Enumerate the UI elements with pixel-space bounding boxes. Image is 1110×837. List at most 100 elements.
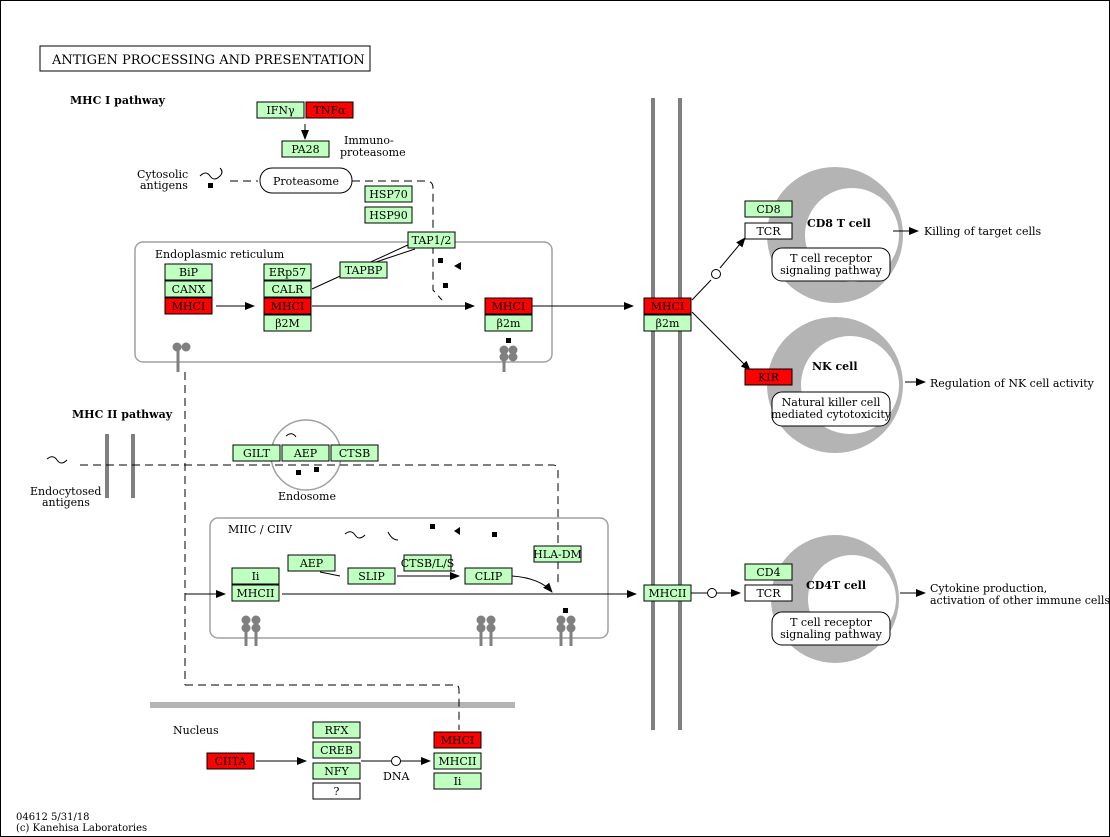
gene-label-b2m-er2: β2M xyxy=(275,317,300,330)
proteasome-node[interactable]: Proteasome xyxy=(273,175,339,188)
gene-box-bip[interactable]: BiP xyxy=(164,263,213,281)
gene-box-kir[interactable]: KIR xyxy=(744,368,793,386)
gene-box-cd8[interactable]: CD8 xyxy=(744,200,793,218)
gene-box-mhci-mem[interactable]: MHCI xyxy=(643,297,692,315)
gene-label-unknown: ? xyxy=(334,785,340,798)
gene-box-ctsb-endo[interactable]: CTSB xyxy=(330,444,379,462)
gene-label-ii-nuc: Ii xyxy=(454,775,462,788)
gene-label-hsp90: HSP90 xyxy=(369,209,408,222)
antigen-fragments xyxy=(208,183,568,613)
outcome-cytokine-1: Cytokine production, xyxy=(930,582,1047,595)
gene-box-erp57[interactable]: ERp57 xyxy=(263,263,312,281)
gene-box-mhcii-nuc[interactable]: MHCII xyxy=(433,752,482,770)
gene-label-clip: CLIP xyxy=(475,570,503,583)
gene-box-calr[interactable]: CALR xyxy=(263,280,312,298)
gene-label-erp57: ERp57 xyxy=(269,266,306,279)
dashed-transport-lines xyxy=(80,180,559,730)
gene-label-aep-endo: AEP xyxy=(293,447,318,460)
gene-box-tcr-cd4[interactable]: TCR xyxy=(744,584,793,602)
interaction-circle-2 xyxy=(707,588,717,598)
gene-box-mhci-er1[interactable]: MHCI xyxy=(164,297,213,315)
gene-box-creb[interactable]: CREB xyxy=(312,741,361,759)
endocytosed-antigens-label-2: antigens xyxy=(42,496,90,509)
gene-label-ctsb-ls: CTSB/L/S xyxy=(401,557,455,570)
gene-label-mhci-er1: MHCI xyxy=(172,300,206,313)
gene-label-canx: CANX xyxy=(172,283,206,296)
er-label: Endoplasmic reticulum xyxy=(155,248,285,261)
molecule-icons xyxy=(172,342,576,646)
gene-box-nfy[interactable]: NFY xyxy=(312,762,361,780)
gene-label-mhcii-miic: MHCII xyxy=(237,587,275,600)
gene-box-aep-miic[interactable]: AEP xyxy=(287,554,336,572)
tcr-signaling-link-2a[interactable]: T cell receptor xyxy=(790,616,873,629)
gene-box-mhcii-miic[interactable]: MHCII xyxy=(231,584,280,602)
nk-cytotoxicity-link-b[interactable]: mediated cytotoxicity xyxy=(771,408,892,421)
gene-box-hsp90[interactable]: HSP90 xyxy=(364,206,413,224)
cd4-tcell-label: CD4T cell xyxy=(806,579,866,592)
gene-label-mhci-er2: MHCI xyxy=(271,300,305,313)
gene-label-tcr-cd8: TCR xyxy=(756,225,781,238)
gene-box-tap12[interactable]: TAP1/2 xyxy=(407,231,456,249)
gene-box-clip[interactable]: CLIP xyxy=(464,567,513,585)
tcr-signaling-link-1b[interactable]: signaling pathway xyxy=(780,264,883,277)
gene-box-ctsb-ls[interactable]: CTSB/L/S xyxy=(401,554,455,572)
tcr-signaling-link-2b[interactable]: signaling pathway xyxy=(780,628,883,641)
gene-box-hsp70[interactable]: HSP70 xyxy=(364,185,413,203)
cytosolic-antigens-label-1: Cytosolic xyxy=(137,168,188,181)
gene-box-tcr-cd8[interactable]: TCR xyxy=(744,222,793,240)
gene-box-tapbp[interactable]: TAPBP xyxy=(339,261,388,279)
gene-box-b2m-mem[interactable]: β2m xyxy=(643,314,692,332)
gene-box-hla-dm[interactable]: HLA-DM xyxy=(533,545,582,563)
gene-label-ifng: IFNγ xyxy=(266,104,295,117)
gene-label-tnfa: TNFα xyxy=(313,104,346,117)
interaction-circle-1 xyxy=(711,269,721,279)
gene-label-mhci-er3: MHCI xyxy=(492,300,526,313)
gene-box-ciita[interactable]: CIITA xyxy=(206,752,255,770)
gene-label-pa28: PA28 xyxy=(291,143,319,156)
nk-cytotoxicity-link-a[interactable]: Natural killer cell xyxy=(782,396,881,409)
nucleus-label: Nucleus xyxy=(173,724,219,737)
gene-label-aep-miic: AEP xyxy=(299,557,324,570)
gene-box-canx[interactable]: CANX xyxy=(164,280,213,298)
gene-box-aep-endo[interactable]: AEP xyxy=(281,444,330,462)
gene-box-mhcii-mem[interactable]: MHCII xyxy=(643,584,692,602)
gene-label-tcr-cd4: TCR xyxy=(756,587,781,600)
gene-box-rfx[interactable]: RFX xyxy=(312,721,361,739)
gene-box-tnfa[interactable]: TNFα xyxy=(305,101,354,119)
gene-box-mhci-er3[interactable]: MHCI xyxy=(484,297,533,315)
gene-box-b2m-er3[interactable]: β2m xyxy=(484,314,533,332)
gene-label-tap12: TAP1/2 xyxy=(412,234,452,247)
gene-label-nfy: NFY xyxy=(324,765,349,778)
gene-box-ii-nuc[interactable]: Ii xyxy=(433,772,482,790)
gene-box-slip[interactable]: SLIP xyxy=(347,567,396,585)
endosome-label: Endosome xyxy=(278,490,336,503)
gene-label-bip: BiP xyxy=(179,266,199,279)
gene-box-mhci-er2[interactable]: MHCI xyxy=(263,297,312,315)
gene-box-mhci-nuc[interactable]: MHCI xyxy=(433,731,482,749)
antigen-squiggles xyxy=(46,167,399,541)
gene-label-b2m-mem: β2m xyxy=(656,317,680,330)
gene-box-gilt[interactable]: GILT xyxy=(232,444,281,462)
gene-box-ii[interactable]: Ii xyxy=(231,567,280,585)
outcome-cytokine-2: activation of other immune cells xyxy=(930,594,1110,607)
miic-compartment xyxy=(209,517,609,639)
gene-label-hla-dm: HLA-DM xyxy=(533,548,582,561)
gene-box-b2m-er2[interactable]: β2M xyxy=(263,314,312,332)
title-box xyxy=(39,45,371,72)
gene-label-mhci-mem: MHCI xyxy=(651,300,685,313)
page-title: ANTIGEN PROCESSING AND PRESENTATION xyxy=(51,53,365,68)
footer-copyright: (c) Kanehisa Laboratories xyxy=(16,823,147,834)
gene-label-gilt: GILT xyxy=(243,447,271,460)
gene-box-cd4[interactable]: CD4 xyxy=(744,563,793,581)
gene-box-ifng[interactable]: IFNγ xyxy=(256,101,305,119)
endocytosed-antigens-label-1: Endocytosed xyxy=(30,485,101,498)
gene-box-pa28[interactable]: PA28 xyxy=(281,140,330,158)
mhc2-pathway-label: MHC II pathway xyxy=(72,408,173,421)
gene-label-kir: KIR xyxy=(758,371,780,384)
gene-label-hsp70: HSP70 xyxy=(369,188,408,201)
tcr-signaling-link-1a[interactable]: T cell receptor xyxy=(790,252,873,265)
gene-box-unknown[interactable]: ? xyxy=(312,782,361,800)
